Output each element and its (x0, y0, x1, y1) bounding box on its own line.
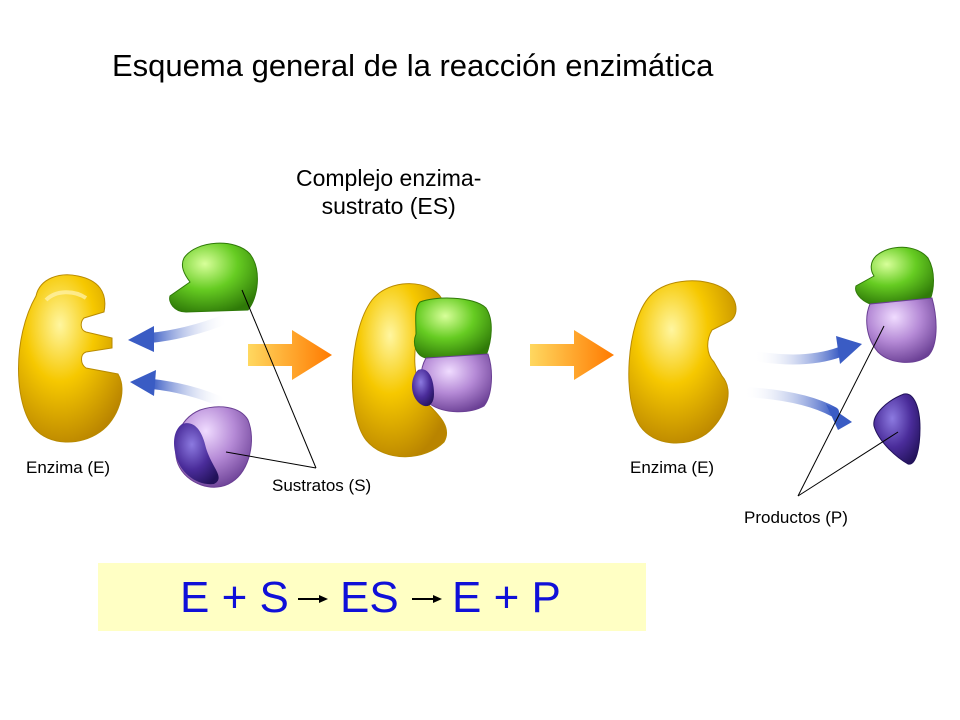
equation-left: E + S (180, 573, 289, 622)
complex-label-line2: sustrato (ES) (321, 193, 456, 219)
orange-arrow-2 (530, 330, 614, 380)
product-joined-shape (855, 246, 937, 363)
enzyme-right-label: Enzima (E) (630, 458, 715, 477)
blue-arrows-left (128, 313, 233, 409)
es-complex-shape (351, 283, 492, 458)
equation-right: E + P (452, 573, 561, 622)
equation-arrow-1-icon (298, 595, 328, 603)
substrate-leader-lines (225, 289, 317, 469)
slide-title: Esquema general de la reacción enzimátic… (112, 48, 714, 83)
products-label: Productos (P) (744, 508, 848, 527)
enzyme-left-label: Enzima (E) (26, 458, 111, 477)
equation-box (98, 563, 646, 631)
enzyme-right-shape (628, 280, 737, 444)
product-dark-shape (873, 393, 921, 465)
equation-middle: ES (340, 573, 399, 622)
equation-arrow-2-icon (412, 595, 442, 603)
complex-label: Complejo enzima- sustrato (ES) (296, 164, 481, 220)
substrates-label: Sustratos (S) (272, 476, 372, 495)
enzyme-left-shape (18, 274, 123, 443)
substrate-green-shape (169, 242, 258, 313)
orange-arrow-1 (248, 330, 332, 380)
substrate-purple-shape (174, 406, 252, 488)
product-leader-lines (797, 325, 899, 497)
blue-arrows-right (739, 336, 862, 430)
complex-label-line1: Complejo enzima- (296, 165, 482, 191)
